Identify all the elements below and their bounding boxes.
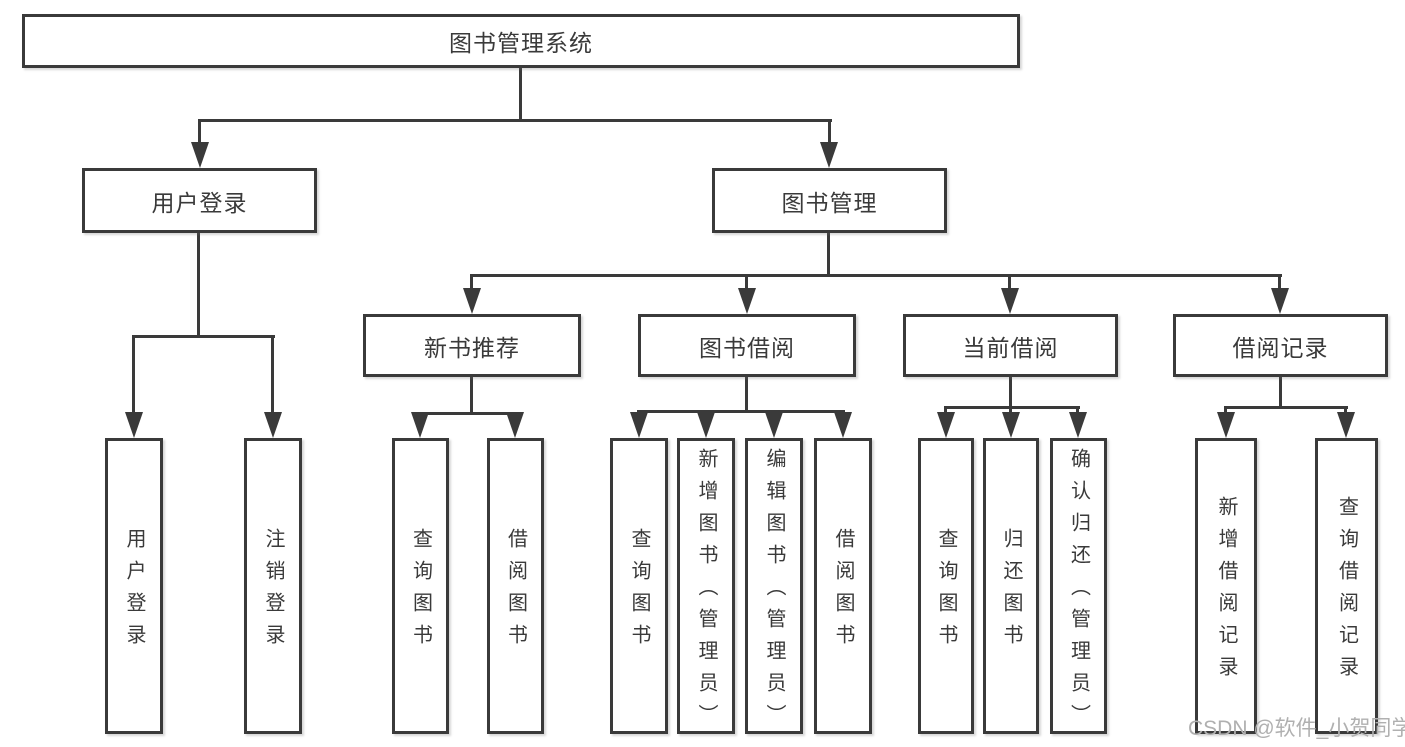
node-borrow-record: 借阅记录 — [1173, 314, 1388, 377]
connector-line — [1224, 406, 1227, 416]
leaf-nb-borrow-book: 借阅图书 — [487, 438, 544, 734]
connector-line — [745, 377, 748, 412]
connector-line — [470, 277, 473, 291]
leaf-bb-borrow-book: 借阅图书 — [814, 438, 872, 734]
node-user-login: 用户登录 — [82, 168, 317, 233]
connector-line — [944, 406, 1080, 409]
arrow-down-icon — [738, 288, 756, 314]
connector-line — [637, 410, 845, 413]
arrow-down-icon — [937, 412, 955, 438]
arrow-down-icon — [765, 412, 783, 438]
leaf-bb-add-book-admin-label: 新增图书（管理员） — [695, 448, 717, 736]
leaf-nb-query-book: 查询图书 — [392, 438, 449, 734]
connector-line — [197, 233, 200, 337]
leaf-user-login-label: 用户登录 — [123, 528, 145, 656]
node-book-management-label: 图书管理 — [781, 189, 878, 216]
leaf-cb-confirm-return-admin-label: 确认归还（管理员） — [1067, 448, 1090, 736]
leaf-logout-login: 注销登录 — [244, 438, 302, 734]
arrow-down-icon — [1001, 288, 1019, 314]
connector-line — [470, 274, 1282, 277]
connector-line — [132, 338, 135, 414]
connector-line — [828, 122, 831, 146]
connector-line — [1279, 377, 1282, 408]
connector-line — [1344, 406, 1347, 416]
arrow-down-icon — [820, 142, 838, 168]
arrow-down-icon — [834, 412, 852, 438]
watermark: CSDN @软件_小贺同学 — [1188, 717, 1405, 740]
connector-line — [1224, 406, 1348, 409]
node-book-borrow: 图书借阅 — [638, 314, 856, 377]
arrow-down-icon — [1337, 412, 1355, 438]
connector-line — [1009, 377, 1012, 408]
node-borrow-record-label: 借阅记录 — [1232, 334, 1329, 361]
leaf-bb-borrow-book-label: 借阅图书 — [832, 528, 854, 656]
leaf-bb-edit-book-admin-label: 编辑图书（管理员） — [763, 448, 785, 736]
arrow-down-icon — [411, 412, 429, 438]
arrow-down-icon — [1069, 412, 1087, 438]
leaf-br-add-record: 新增借阅记录 — [1195, 438, 1257, 734]
arrow-down-icon — [630, 412, 648, 438]
connector-line — [1076, 406, 1079, 416]
connector-line — [198, 119, 832, 122]
node-root: 图书管理系统 — [22, 14, 1020, 68]
arrow-down-icon — [125, 412, 143, 438]
connector-line — [1008, 277, 1011, 291]
arrow-down-icon — [697, 412, 715, 438]
node-book-management: 图书管理 — [712, 168, 947, 233]
connector-line — [271, 338, 274, 414]
leaf-nb-query-book-label: 查询图书 — [409, 528, 432, 656]
arrow-down-icon — [1217, 412, 1235, 438]
leaf-cb-query-book: 查询图书 — [918, 438, 974, 734]
leaf-user-login: 用户登录 — [105, 438, 163, 734]
arrow-down-icon — [191, 142, 209, 168]
leaf-cb-query-book-label: 查询图书 — [935, 528, 957, 656]
arrow-down-icon — [1002, 412, 1020, 438]
arrow-down-icon — [463, 288, 481, 314]
arrow-down-icon — [1271, 288, 1289, 314]
node-current-borrow-label: 当前借阅 — [962, 334, 1059, 361]
leaf-logout-login-label: 注销登录 — [262, 528, 284, 656]
leaf-br-query-record-label: 查询借阅记录 — [1335, 496, 1358, 688]
connector-line — [1009, 406, 1012, 416]
leaf-br-query-record: 查询借阅记录 — [1315, 438, 1378, 734]
node-root-label: 图书管理系统 — [449, 30, 593, 56]
leaf-bb-add-book-admin: 新增图书（管理员） — [677, 438, 735, 736]
connector-line — [745, 277, 748, 291]
connector-line — [470, 377, 473, 414]
connector-line — [944, 406, 947, 416]
connector-line — [418, 412, 518, 415]
node-user-login-label: 用户登录 — [151, 189, 248, 216]
connector-line — [132, 335, 275, 338]
leaf-br-add-record-label: 新增借阅记录 — [1215, 496, 1237, 688]
connector-line — [1278, 277, 1281, 291]
connector-line — [827, 233, 830, 276]
leaf-nb-borrow-book-label: 借阅图书 — [504, 528, 527, 656]
arrow-down-icon — [506, 412, 524, 438]
connector-line — [519, 68, 522, 121]
arrow-down-icon — [264, 412, 282, 438]
connector-line — [198, 122, 201, 146]
leaf-bb-query-book-label: 查询图书 — [628, 528, 650, 656]
node-new-book-recommend-label: 新书推荐 — [424, 334, 520, 361]
leaf-cb-return-book: 归还图书 — [983, 438, 1039, 734]
node-new-book-recommend: 新书推荐 — [363, 314, 581, 377]
leaf-bb-edit-book-admin: 编辑图书（管理员） — [745, 438, 803, 736]
node-book-borrow-label: 图书借阅 — [699, 334, 795, 361]
node-current-borrow: 当前借阅 — [903, 314, 1118, 377]
leaf-cb-confirm-return-admin: 确认归还（管理员） — [1050, 438, 1107, 736]
leaf-cb-return-book-label: 归还图书 — [1000, 528, 1022, 656]
leaf-bb-query-book: 查询图书 — [610, 438, 668, 734]
